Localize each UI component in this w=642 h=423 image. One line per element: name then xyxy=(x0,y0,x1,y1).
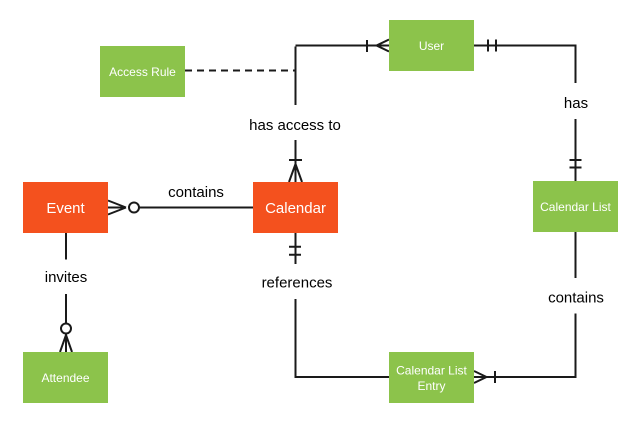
svg-text:contains: contains xyxy=(168,184,224,201)
svg-text:invites: invites xyxy=(45,269,88,286)
svg-text:Attendee: Attendee xyxy=(41,371,89,385)
svg-text:has access to: has access to xyxy=(249,117,341,134)
svg-text:Calendar: Calendar xyxy=(265,200,326,217)
svg-text:Calendar List: Calendar List xyxy=(396,364,467,378)
svg-text:Event: Event xyxy=(46,200,85,217)
svg-text:contains: contains xyxy=(548,290,604,307)
svg-text:User: User xyxy=(419,39,444,53)
svg-text:Calendar List: Calendar List xyxy=(540,200,611,214)
svg-text:references: references xyxy=(262,275,333,292)
svg-text:has: has xyxy=(564,95,588,112)
svg-text:Entry: Entry xyxy=(417,379,445,393)
svg-text:Access Rule: Access Rule xyxy=(109,65,176,79)
